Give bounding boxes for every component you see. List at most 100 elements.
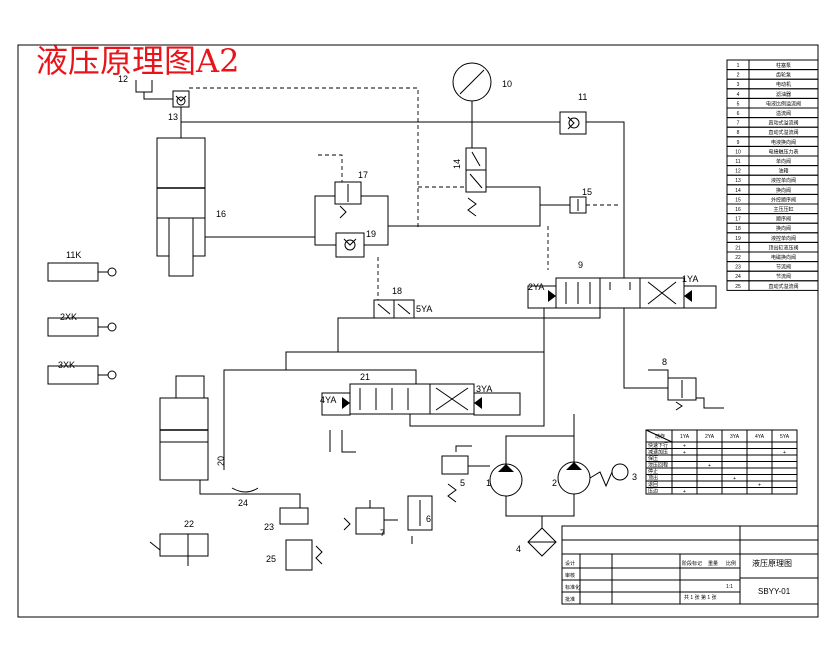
part-name: 单向阀 [776,158,791,165]
part-name: 滤油器 [776,91,791,98]
solenoid-valve-21: 21 4YA 3YA [320,372,521,416]
part-number: 17 [735,217,741,223]
sequence-mark: + [683,489,686,495]
solenoid-valve-18: 18 5YA [373,286,432,319]
svg-text:19: 19 [366,229,376,239]
part-name: 顺序阀 [776,216,791,223]
svg-text:12: 12 [118,74,128,84]
directional-valve-14: 14 [452,147,487,217]
part-name: 外控顺序阀 [771,196,796,203]
electrohydraulic-valve-9: 9 2YA 1YA [527,260,717,309]
filter-4: 4 [516,527,557,557]
sequence-header: 4YA [755,434,765,440]
part-name: 换向阀 [776,187,791,194]
svg-text:17: 17 [358,170,368,180]
sequence-action: 保压 [648,455,658,462]
part-name: 直动式溢流阀 [768,120,798,127]
motor-3: 3 [611,463,637,482]
sequence-mark: + [758,483,761,489]
svg-text:24: 24 [238,498,248,508]
part-number: 15 [735,197,741,203]
sequence-mark: + [683,450,686,456]
sequence-header: 3YA [730,434,740,440]
part-number: 9 [737,140,740,146]
part-name: 电接触压力表 [768,148,798,155]
drawing-title: 液压原理图A2 [36,42,239,80]
part-number: 7 [737,121,740,127]
svg-text:阶段标记: 阶段标记 [682,560,702,567]
part-name: 齿轮泵 [776,72,791,79]
check-valve-11: 11 [559,92,587,135]
limit-switch-1: 11K [47,250,117,282]
relief-valve-7: 7 [343,500,398,538]
main-cylinder-16: 16 [156,137,226,277]
part-name: 顶出缸液压阀 [768,244,798,251]
svg-text:11K: 11K [66,250,81,260]
part-number: 10 [735,149,741,155]
gear-pump-2: 2 [552,461,591,495]
sequence-mark: + [708,463,711,469]
svg-text:2YA: 2YA [528,282,544,292]
part-number: 11 [735,159,740,165]
svg-text:14: 14 [452,159,462,169]
sequence-action: 退回 [648,481,658,488]
relief-valve-25: 25 [266,539,323,571]
sequence-action: 快速下行 [648,442,668,449]
sequence-header: 1YA [680,434,690,440]
svg-text:重量: 重量 [708,560,718,567]
part-number: 6 [737,111,740,117]
part-number: 16 [735,207,741,213]
svg-text:1: 1 [486,478,491,488]
part-name: 液控单向阀 [771,235,796,242]
title-block: 液压原理图 SBYY-01 1:1 共 1 张 第 1 张 设计 审核 标准化 … [561,525,819,605]
drawing-code: SBYY-01 [758,587,791,596]
svg-text:3: 3 [632,472,637,482]
part-name: 电液换向阀 [771,139,796,146]
sequence-mark: + [783,450,786,456]
part-number: 13 [735,178,741,184]
part-name: 电磁换向阀 [771,254,796,261]
svg-text:批准: 批准 [565,596,575,603]
sheet-info: 共 1 张 第 1 张 [684,594,717,601]
part-number: 1 [737,63,740,69]
sequence-valve-17: 17 [318,154,368,219]
sequence-action: 停止 [648,468,658,475]
svg-text:22: 22 [184,519,194,529]
part-number: 2 [737,73,740,79]
relief-valve-6: 6 [407,495,433,544]
relief-valve-8: 8 [648,357,724,411]
pilot-check-valve-13: 13 [168,90,190,122]
drawing-scale: 1:1 [726,584,733,590]
part-number: 22 [735,255,741,261]
svg-text:5YA: 5YA [416,304,432,314]
proportional-relief-valve-5: 5 [441,445,472,503]
part-name: 节流阀 [776,273,791,280]
pressure-gauge-10: 10 [452,62,512,102]
part-name: 电液比例溢流阀 [766,100,801,107]
svg-text:25: 25 [266,554,276,564]
part-number: 24 [735,274,741,280]
part-name: 直动式溢流阀 [768,283,798,290]
svg-text:10: 10 [502,79,512,89]
svg-text:16: 16 [216,209,226,219]
svg-text:7: 7 [380,528,385,538]
svg-text:6: 6 [426,514,431,524]
part-name: 电动机 [776,81,791,88]
svg-text:2: 2 [552,478,557,488]
svg-text:5: 5 [460,478,465,488]
part-number: 3 [737,82,740,88]
svg-text:1YA: 1YA [682,274,698,284]
throttle-valve-24: 23 [264,507,309,532]
solenoid-valve-22: 22 [149,519,209,566]
svg-text:9: 9 [578,260,583,270]
part-name: 节流阀 [776,264,791,271]
part-number: 25 [735,284,741,290]
svg-text:审核: 审核 [565,572,575,579]
svg-text:8: 8 [662,357,667,367]
svg-text:设计: 设计 [565,560,575,567]
pilot-check-valve-19: 19 [335,229,376,258]
part-number: 18 [735,226,741,232]
sequence-action: 顶出 [648,475,658,482]
